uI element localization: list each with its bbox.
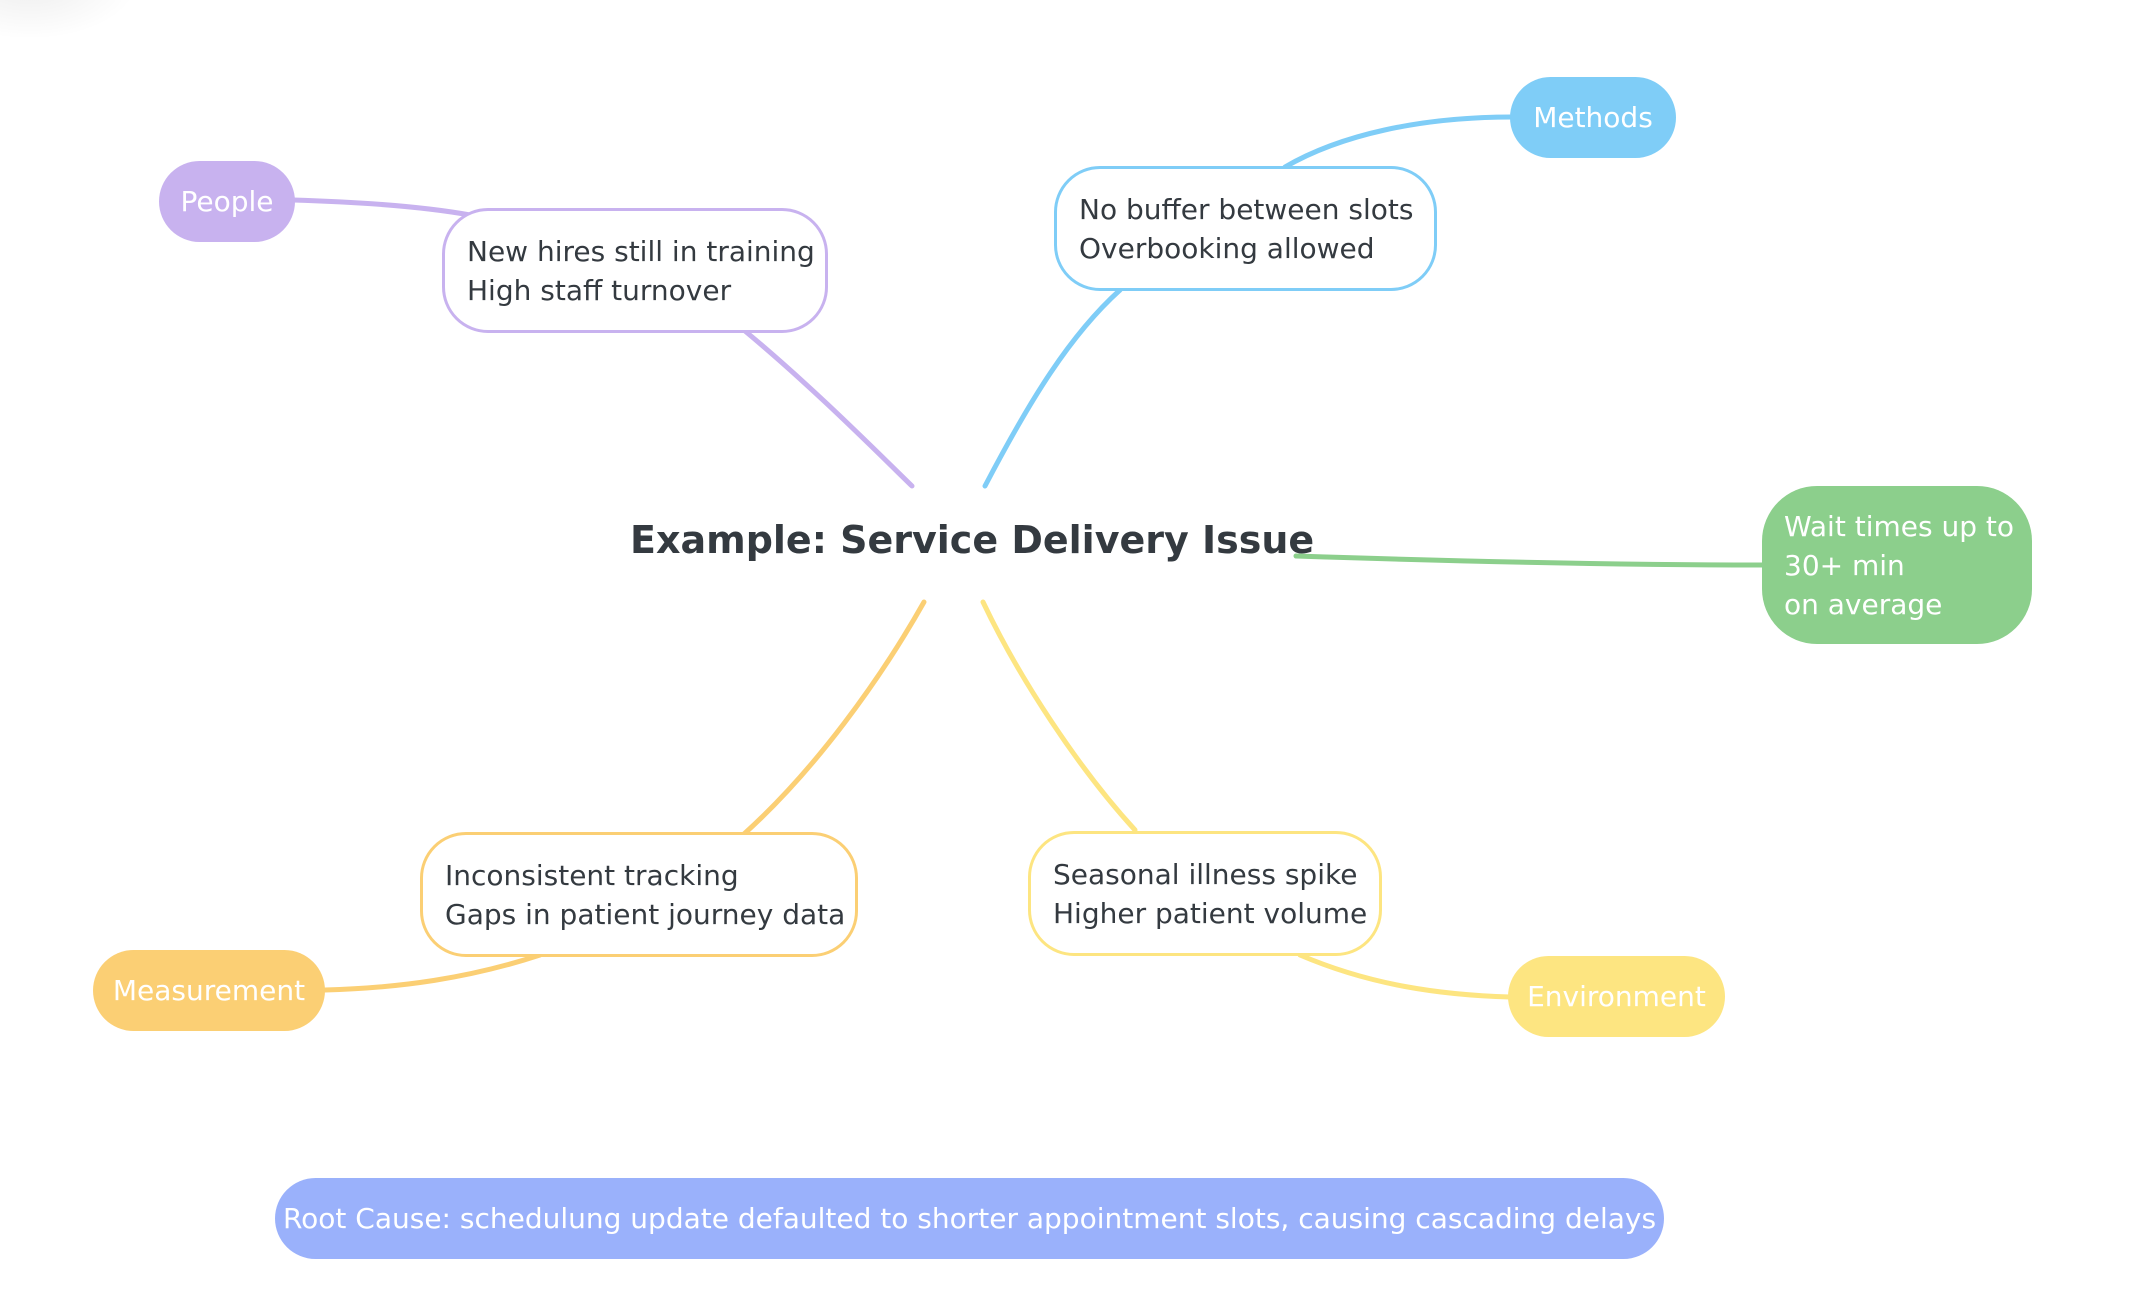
cause-text: High staff turnover (467, 273, 732, 307)
cause-text: Inconsistent tracking (445, 858, 739, 892)
root-cause-banner[interactable]: Root Cause: schedulung update defaulted … (275, 1178, 1664, 1259)
cause-text: Seasonal illness spike (1053, 857, 1358, 891)
connector-environment-to-center (980, 599, 1138, 833)
cause-box-people[interactable]: New hires still in training High staff t… (442, 208, 828, 333)
effect-text: 30+ min (1784, 548, 1905, 582)
connector-measurement-to-center (741, 599, 927, 837)
cause-text: Gaps in patient journey data (445, 897, 846, 931)
category-people[interactable]: People (159, 161, 295, 242)
cause-text: New hires still in training (467, 234, 815, 268)
connector-measurement-pill-to-box (322, 952, 543, 993)
cause-box-measurement[interactable]: Inconsistent tracking Gaps in patient jo… (420, 832, 858, 957)
category-environment-label: Environment (1527, 980, 1706, 1013)
connector-environment-pill-to-box (1297, 952, 1513, 1000)
category-measurement-label: Measurement (112, 974, 306, 1007)
category-environment[interactable]: Environment (1508, 956, 1725, 1037)
effect-text: on average (1784, 587, 1943, 621)
cause-box-methods[interactable]: No buffer between slots Overbooking allo… (1054, 166, 1437, 291)
connector-center-to-effect (1293, 553, 1765, 568)
connector-methods-pill-to-box (1282, 114, 1515, 170)
cause-text: No buffer between slots (1079, 192, 1414, 226)
root-cause-text: Root Cause: schedulung update defaulted … (282, 1202, 1657, 1235)
category-methods[interactable]: Methods (1510, 77, 1676, 158)
connector-people-pill-to-box (290, 197, 473, 218)
category-methods-label: Methods (1533, 101, 1653, 134)
effect-node[interactable]: Wait times up to 30+ min on average (1762, 486, 2032, 644)
cause-box-environment[interactable]: Seasonal illness spike Higher patient vo… (1028, 831, 1382, 956)
effect-text: Wait times up to (1784, 509, 2014, 543)
category-people-label: People (180, 185, 274, 218)
cause-text: Higher patient volume (1053, 896, 1368, 930)
connector-methods-to-center (982, 287, 1123, 489)
central-topic[interactable]: Example: Service Delivery Issue (630, 518, 1315, 562)
cause-text: Overbooking allowed (1079, 231, 1375, 265)
connector-people-to-center (742, 328, 915, 489)
category-measurement[interactable]: Measurement (93, 950, 325, 1031)
